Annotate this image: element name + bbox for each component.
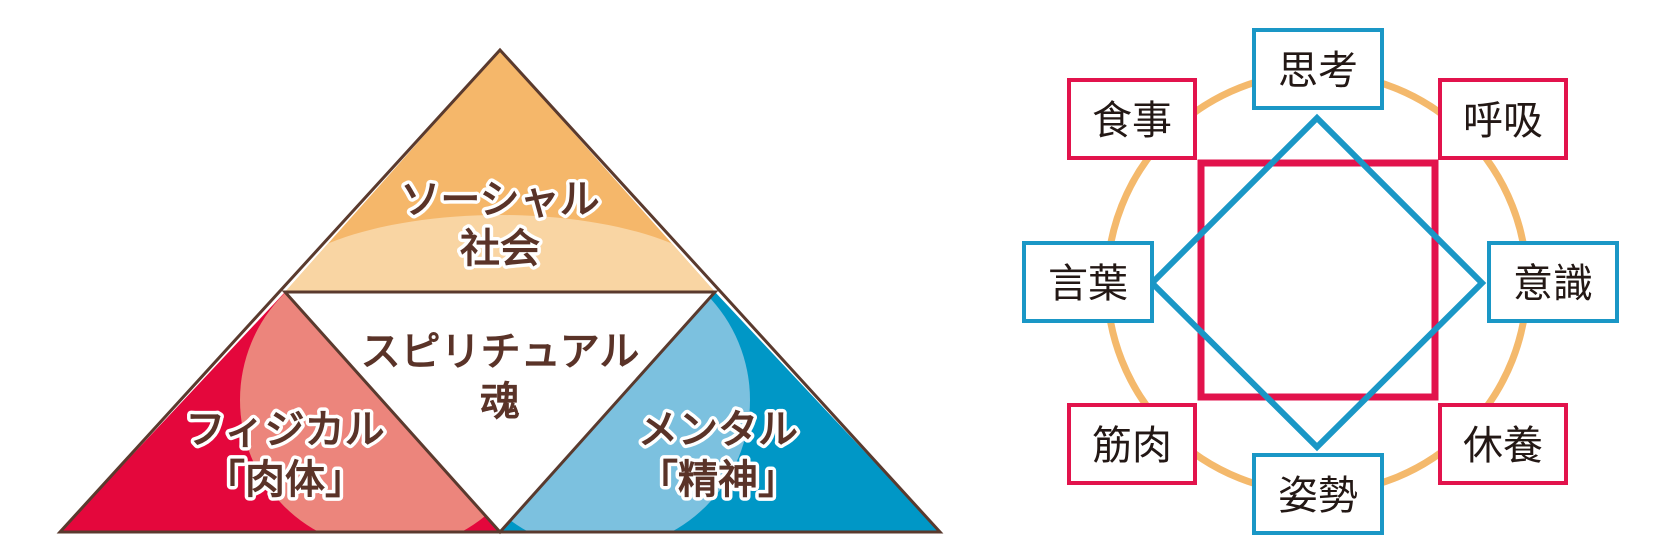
pyramid-diagram: ソーシャル 社会 スピリチュアル 魂 フィジカル 「肉体」 メンタル 「精神」 xyxy=(56,47,944,535)
mental-sub-label: 「精神」 xyxy=(638,457,798,503)
box-words: 言葉 xyxy=(1022,241,1154,323)
box-rest-label: 休養 xyxy=(1463,423,1543,469)
physical-label: フィジカル xyxy=(185,407,384,453)
wheel-diagram: 思考 言葉 意識 姿勢 食事 呼吸 筋肉 休養 xyxy=(1022,28,1619,535)
box-words-label: 言葉 xyxy=(1048,261,1128,307)
spiritual-label: スピリチュアル xyxy=(361,329,640,375)
box-muscle-label: 筋肉 xyxy=(1092,423,1172,469)
inner-diamond xyxy=(1147,113,1487,452)
box-breathing: 呼吸 xyxy=(1438,78,1568,160)
pyramid-outlines xyxy=(56,47,944,535)
social-sub-label: 社会 xyxy=(460,226,540,272)
box-posture: 姿勢 xyxy=(1252,453,1384,535)
box-thought-label: 思考 xyxy=(1278,48,1358,94)
inner-square xyxy=(1197,159,1439,401)
spiritual-sub-label: 魂 xyxy=(480,379,520,425)
box-meal: 食事 xyxy=(1067,78,1197,160)
box-rest: 休養 xyxy=(1438,403,1568,485)
physical-sub-label: 「肉体」 xyxy=(205,457,365,503)
box-thought: 思考 xyxy=(1252,28,1384,110)
box-breathing-label: 呼吸 xyxy=(1463,98,1543,144)
box-consciousness: 意識 xyxy=(1487,241,1619,323)
box-meal-label: 食事 xyxy=(1092,98,1172,144)
box-posture-label: 姿勢 xyxy=(1278,473,1358,519)
social-label: ソーシャル xyxy=(400,177,599,223)
social-highlight xyxy=(285,215,715,292)
spiritual-region xyxy=(285,292,715,532)
box-muscle: 筋肉 xyxy=(1067,403,1197,485)
mental-label: メンタル xyxy=(638,407,798,453)
box-consciousness-label: 意識 xyxy=(1513,261,1593,307)
